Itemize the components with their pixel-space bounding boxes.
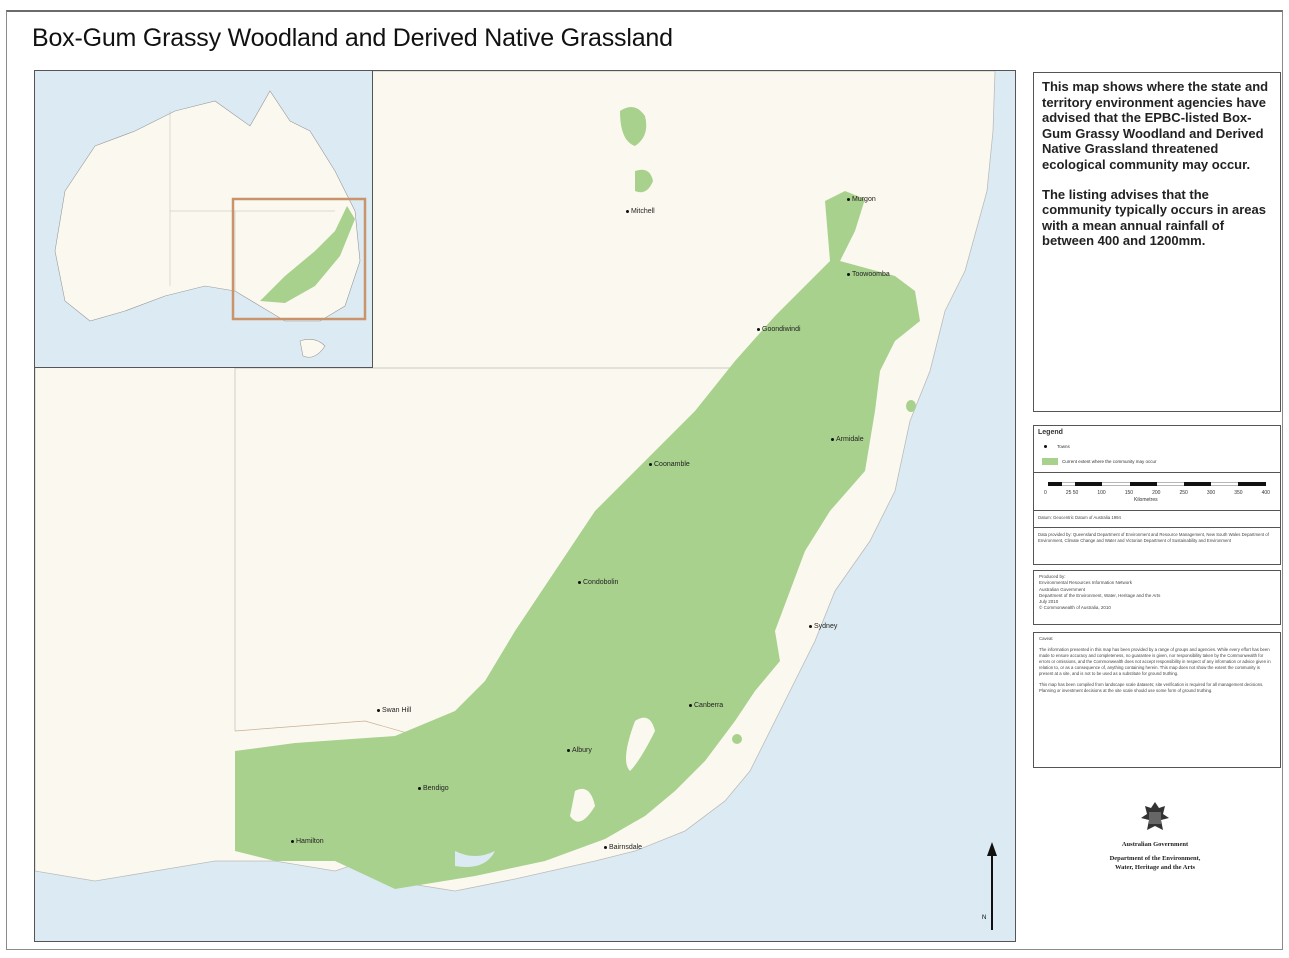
community-patch — [620, 107, 647, 146]
community-extent — [235, 191, 920, 889]
town-label: Murgon — [847, 196, 876, 203]
town-dot — [689, 703, 692, 707]
produced-line: Australian Government — [1039, 586, 1086, 592]
town-dot — [291, 839, 294, 843]
caveat-text: This map has been compiled from landscap… — [1039, 682, 1264, 694]
town-label: Condobolin — [578, 579, 618, 586]
town-label: Toowoomba — [847, 271, 890, 278]
community-swatch — [1042, 458, 1058, 465]
town-label: Albury — [567, 747, 592, 754]
description-paragraph: The listing advises that the community t… — [1042, 186, 1266, 249]
town-dot — [604, 845, 607, 849]
town-label: Bairnsdale — [604, 844, 642, 851]
town-label: Bendigo — [418, 785, 449, 792]
coat-of-arms-icon — [1141, 802, 1169, 830]
inset-extent-frame — [231, 197, 367, 321]
town-dot — [626, 209, 629, 213]
town-label: Sydney — [809, 623, 837, 630]
inset-australia — [54, 90, 361, 322]
town-label: Swan Hill — [377, 707, 411, 714]
produced-line: Department of the Environment, Water, He… — [1039, 592, 1161, 598]
town-dot-icon — [1044, 445, 1047, 448]
produced-line: July 2010 — [1039, 599, 1059, 605]
datum-note: Datum: Geocentric Datum of Australia 199… — [1038, 515, 1121, 520]
legend-label: Towns — [1057, 444, 1070, 449]
town-dot — [831, 437, 834, 441]
produced-line: © Commonwealth of Australia, 2010 — [1039, 605, 1111, 611]
inset-canvas — [54, 90, 367, 358]
government-logo: Australian Government Department of the … — [1090, 800, 1220, 890]
town-label: Canberra — [689, 702, 723, 709]
map-title: Box-Gum Grassy Woodland and Derived Nati… — [32, 24, 673, 52]
produced-line: Produced by: — [1039, 574, 1066, 579]
community-patch — [635, 169, 653, 193]
town-dot — [418, 786, 421, 790]
produced-line: Environmental Resources Information Netw… — [1039, 580, 1133, 586]
town-dot — [377, 708, 380, 712]
description-panel: This map shows where the state and terri… — [1033, 72, 1281, 412]
inset-community-extent — [260, 206, 355, 303]
logo-line: Department of the Environment, — [1109, 855, 1201, 863]
town-dot — [809, 624, 812, 628]
legend-label: Current extent where the community may o… — [1062, 459, 1157, 464]
town-dot — [649, 462, 652, 466]
scale-unit: Kilometres — [1134, 497, 1158, 503]
caveat-title: Caveat — [1039, 636, 1053, 641]
town-label: Hamilton — [291, 838, 324, 845]
produced-by-panel: Produced by: Environmental Resources Inf… — [1033, 570, 1281, 625]
north-arrow-icon — [987, 842, 997, 930]
community-patch — [906, 400, 916, 412]
town-dot — [847, 272, 850, 276]
town-label: Mitchell — [626, 208, 655, 215]
page-border — [6, 10, 1283, 950]
town-dot — [847, 197, 850, 201]
locator-inset — [35, 71, 373, 368]
legend-title: Legend — [1038, 429, 1063, 436]
description-paragraph: This map shows where the state and terri… — [1042, 79, 1269, 172]
main-map[interactable]: Mitchell Murgon Toowoomba Goondiwindi Ar… — [34, 70, 1016, 942]
scale-bar — [1048, 482, 1266, 486]
legend-item: Current extent where the community may o… — [1042, 458, 1157, 465]
legend-item: Towns — [1042, 444, 1070, 449]
town-dot — [567, 748, 570, 752]
town-dot — [578, 580, 581, 584]
caveat-text: The information presented in this map ha… — [1039, 647, 1271, 677]
data-source-note: Data provided by: Queensland Department … — [1038, 532, 1269, 543]
town-label: Goondiwindi — [757, 326, 801, 333]
north-label: N — [982, 915, 987, 921]
logo-line: Water, Heritage and the Arts — [1114, 863, 1196, 871]
town-label: Coonamble — [649, 461, 690, 468]
legend-panel: Legend Towns Current extent where the co… — [1033, 425, 1281, 565]
caveat-panel: Caveat The information presented in this… — [1033, 632, 1281, 768]
community-patch — [732, 734, 742, 744]
town-label: Armidale — [831, 436, 864, 443]
town-dot — [757, 327, 760, 331]
logo-line: Australian Government — [1121, 841, 1189, 848]
